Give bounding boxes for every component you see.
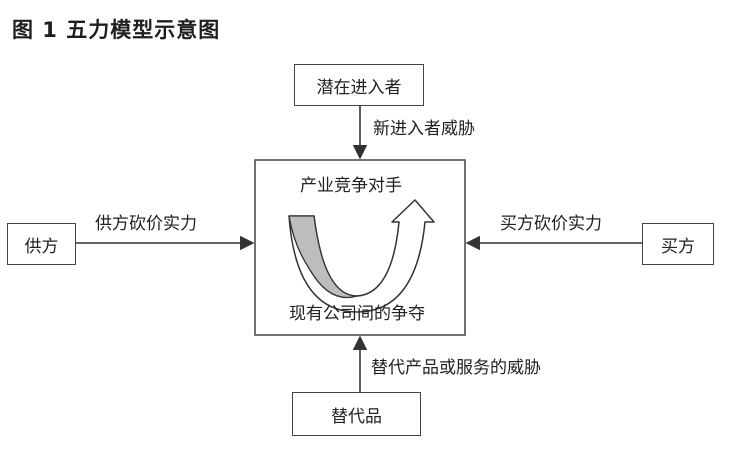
node-substitutes: 替代品 xyxy=(292,392,421,436)
node-buyers: 买方 xyxy=(642,223,714,265)
center-top-label: 产业竞争对手 xyxy=(300,176,402,196)
edge-label-buyer-power: 买方砍价实力 xyxy=(500,214,602,234)
edge-label-supplier-power: 供方砍价实力 xyxy=(95,214,197,234)
node-potential-entrants: 潜在进入者 xyxy=(294,64,424,106)
node-suppliers: 供方 xyxy=(7,223,76,265)
center-bottom-label: 现有公司间的争夺 xyxy=(289,304,425,324)
figure-title: 图 1 五力模型示意图 xyxy=(12,18,221,42)
edge-label-new-entrants: 新进入者威胁 xyxy=(373,119,475,139)
edge-label-substitutes: 替代产品或服务的威胁 xyxy=(371,358,541,378)
rivalry-cycle-icon xyxy=(288,199,435,313)
